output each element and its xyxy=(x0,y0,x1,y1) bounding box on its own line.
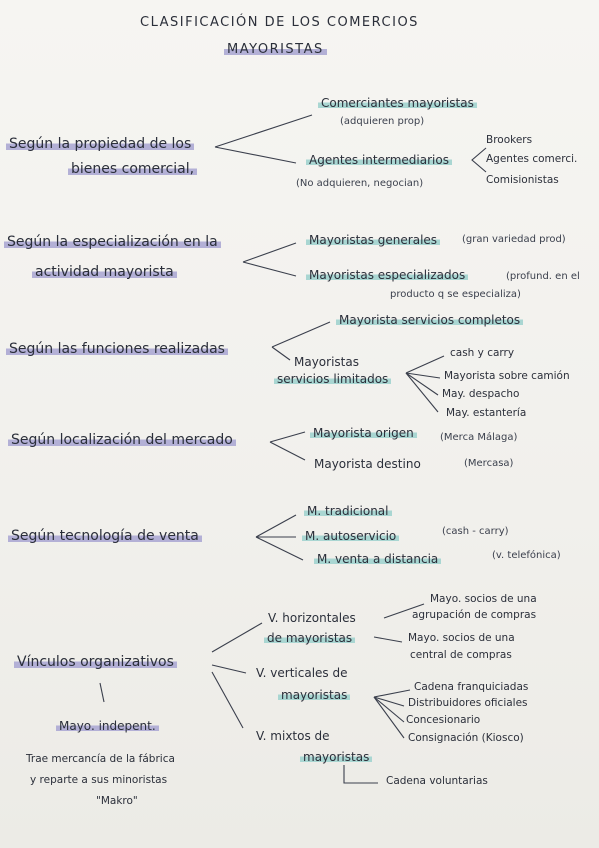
sub-consignacion: Consignación (Kiosco) xyxy=(408,732,524,744)
arrow-line xyxy=(242,242,297,263)
arrow-line xyxy=(405,355,445,374)
item-mayorista-destino: Mayorista destino xyxy=(314,457,421,471)
category-especializacion-line1: Según la especialización en la xyxy=(4,235,221,249)
category-funciones: Según las funciones realizadas xyxy=(6,342,228,356)
page-title: CLASIFICACIÓN DE LOS COMERCIOS xyxy=(140,15,419,30)
category-especializacion-line2: actividad mayorista xyxy=(32,265,177,279)
note-adquieren: (adquieren prop) xyxy=(340,116,425,127)
item-servicios-completos: Mayorista servicios completos xyxy=(336,314,524,326)
sub-estanteria: May. estantería xyxy=(446,407,527,419)
note-profund-line2: producto q se especializa) xyxy=(390,289,521,300)
item-mayorista-origen: Mayorista origen xyxy=(310,427,417,439)
note-independiente-line1: Trae mercancía de la fábrica xyxy=(26,753,175,765)
category-tecnologia: Según tecnología de venta xyxy=(8,529,202,543)
item-v-mixtos-line2: mayoristas xyxy=(300,751,373,763)
arrow-line xyxy=(99,682,105,703)
arrow-line xyxy=(343,765,378,784)
item-v-verticales-line2: mayoristas xyxy=(278,689,351,701)
arrow-line xyxy=(214,146,297,164)
item-v-horizontales-line1: V. horizontales xyxy=(268,611,356,625)
arrow-line xyxy=(255,536,304,561)
note-v-telefonica: (v. telefónica) xyxy=(492,550,561,561)
note-independiente-line2: y reparte a sus minoristas xyxy=(30,774,168,786)
category-localizacion: Según localización del mercado xyxy=(8,433,236,447)
arrow-line xyxy=(373,696,405,739)
arrow-line xyxy=(269,441,306,461)
arrow-line xyxy=(211,671,244,729)
arrow-line xyxy=(405,372,439,396)
page-subtitle: MAYORISTAS xyxy=(224,43,327,56)
arrow-line xyxy=(271,346,291,361)
sub-distribuidores: Distribuidores oficiales xyxy=(408,697,528,709)
sub-agrupacion-line2: agrupación de compras xyxy=(412,609,537,621)
item-v-horizontales-line2: de mayoristas xyxy=(264,632,356,644)
sub-brookers: Brookers xyxy=(486,134,533,146)
note-independiente-line3: "Makro" xyxy=(96,795,138,807)
note-no-adquieren: (No adquieren, negocian) xyxy=(296,178,424,189)
item-m-autoservicio: M. autoservicio xyxy=(302,530,400,542)
item-m-tradicional: M. tradicional xyxy=(304,505,392,517)
sub-despacho: May. despacho xyxy=(442,388,520,400)
arrow-line xyxy=(211,622,263,653)
category-propiedad-line1: Según la propiedad de los xyxy=(6,137,195,151)
arrow-line xyxy=(211,664,247,674)
arrow-line xyxy=(255,514,297,538)
item-comerciantes-mayoristas: Comerciantes mayoristas xyxy=(318,97,477,109)
item-m-venta-distancia: M. venta a distancia xyxy=(314,553,442,565)
sub-agrupacion-line1: Mayo. socios de una xyxy=(430,593,537,605)
note-mercasa: (Mercasa) xyxy=(464,458,514,469)
arrow-line xyxy=(214,114,313,148)
item-mayoristas-especializados: Mayoristas especializados xyxy=(306,269,469,281)
category-propiedad-line2: bienes comercial, xyxy=(68,162,198,176)
note-profund-line1: (profund. en el xyxy=(506,271,580,282)
arrow-line xyxy=(405,372,439,413)
note-merca-malaga: (Merca Málaga) xyxy=(440,432,518,443)
item-mayo-independiente: Mayo. indepent. xyxy=(56,720,159,732)
arrow-line xyxy=(373,696,405,723)
sub-franquiciadas: Cadena franquiciadas xyxy=(414,681,529,693)
sub-comisionistas: Comisionistas xyxy=(486,174,559,186)
arrow-line xyxy=(373,689,411,698)
sub-cadena-voluntarias: Cadena voluntarias xyxy=(386,775,488,787)
sub-cash-carry: cash y carry xyxy=(450,347,515,359)
item-v-mixtos-line1: V. mixtos de xyxy=(256,729,330,743)
sub-sobre-camion: Mayorista sobre camión xyxy=(444,370,570,382)
item-mayoristas-limitados-line1: Mayoristas xyxy=(294,355,359,369)
arrow-line xyxy=(405,372,441,379)
note-gran-variedad: (gran variedad prod) xyxy=(462,234,566,245)
sub-central-line1: Mayo. socios de una xyxy=(408,632,515,644)
arrow-line xyxy=(271,321,331,348)
arrow-line xyxy=(471,147,487,173)
item-agentes-intermediarios: Agentes intermediarios xyxy=(306,154,452,166)
item-v-verticales-line1: V. verticales de xyxy=(256,666,348,680)
sub-concesionario: Concesionario xyxy=(406,714,481,726)
category-vinculos: Vínculos organizativos xyxy=(14,655,177,669)
arrow-line xyxy=(383,603,425,619)
item-mayoristas-limitados-line2: servicios limitados xyxy=(274,373,392,385)
sub-agentes-comerciales: Agentes comerci. xyxy=(486,153,578,165)
item-mayoristas-generales: Mayoristas generales xyxy=(306,234,441,246)
arrow-line xyxy=(373,696,405,707)
arrow-line xyxy=(373,636,403,643)
note-cash-carry: (cash - carry) xyxy=(442,526,509,537)
arrow-line xyxy=(269,431,306,443)
arrow-line xyxy=(242,261,297,277)
sub-central-line2: central de compras xyxy=(410,649,512,661)
